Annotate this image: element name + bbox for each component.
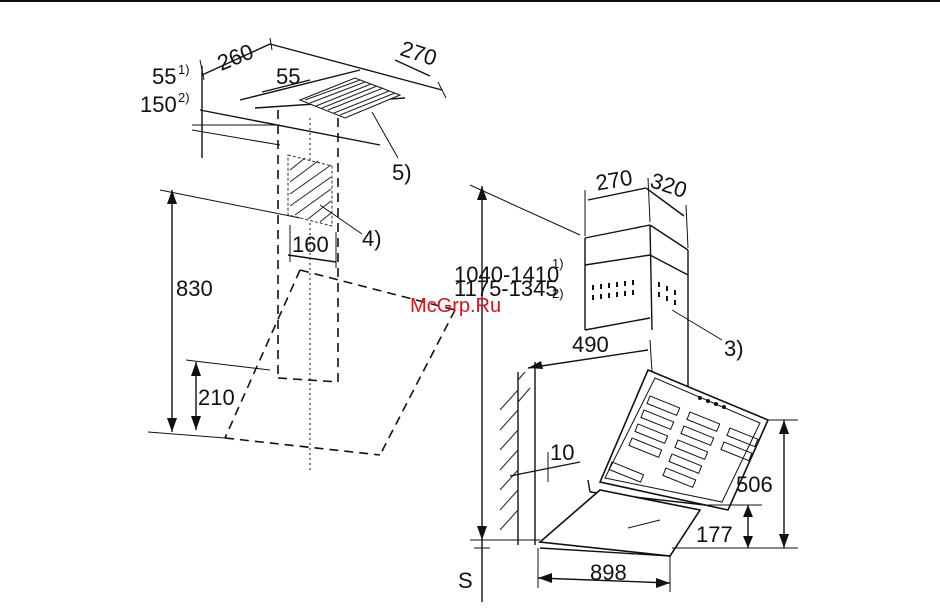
hood-grille [608, 395, 759, 489]
dim-830: 830 [176, 276, 213, 301]
dim-55-note-sup: 1) [178, 62, 190, 77]
control-buttons [698, 396, 726, 409]
dim-1175-1345: 1175-1345 [454, 276, 558, 301]
dim-160: 160 [292, 232, 329, 257]
dim-490: 490 [572, 332, 609, 357]
hood-outline-dashed [159, 189, 456, 456]
callout-5: 5) [392, 160, 412, 185]
ceiling-cutout-hatch [298, 77, 402, 119]
floor-marker-s: S [458, 568, 473, 593]
dim-210: 210 [198, 385, 235, 410]
dim-177: 177 [696, 522, 733, 547]
dim-10: 10 [550, 440, 574, 465]
dim-55-note: 55 [152, 64, 176, 89]
hood-lower-body [538, 489, 702, 557]
watermark: McGrp.Ru [410, 295, 501, 317]
dim-320: 320 [647, 168, 690, 203]
dim-1175-sup: 2) [552, 286, 564, 301]
dim-1040-sup: 1) [552, 256, 564, 271]
dim-150-note-sup: 2) [178, 90, 190, 105]
chimney-vents [592, 280, 676, 305]
height-dims-left [147, 190, 271, 439]
installed-hood-view [469, 177, 798, 602]
dim-270-top: 270 [397, 36, 440, 71]
dim-55: 55 [276, 64, 300, 89]
ceiling-top-view [191, 37, 447, 159]
dim-150-note: 150 [140, 92, 177, 117]
dim-898: 898 [590, 560, 627, 585]
callout-3: 3) [724, 336, 744, 361]
chimney-outline [277, 110, 363, 470]
dim-260: 260 [214, 39, 257, 76]
dim-1040-1410: 1040-1410 [454, 262, 559, 287]
callout-4: 4) [362, 226, 382, 251]
dim-506: 506 [736, 472, 773, 497]
